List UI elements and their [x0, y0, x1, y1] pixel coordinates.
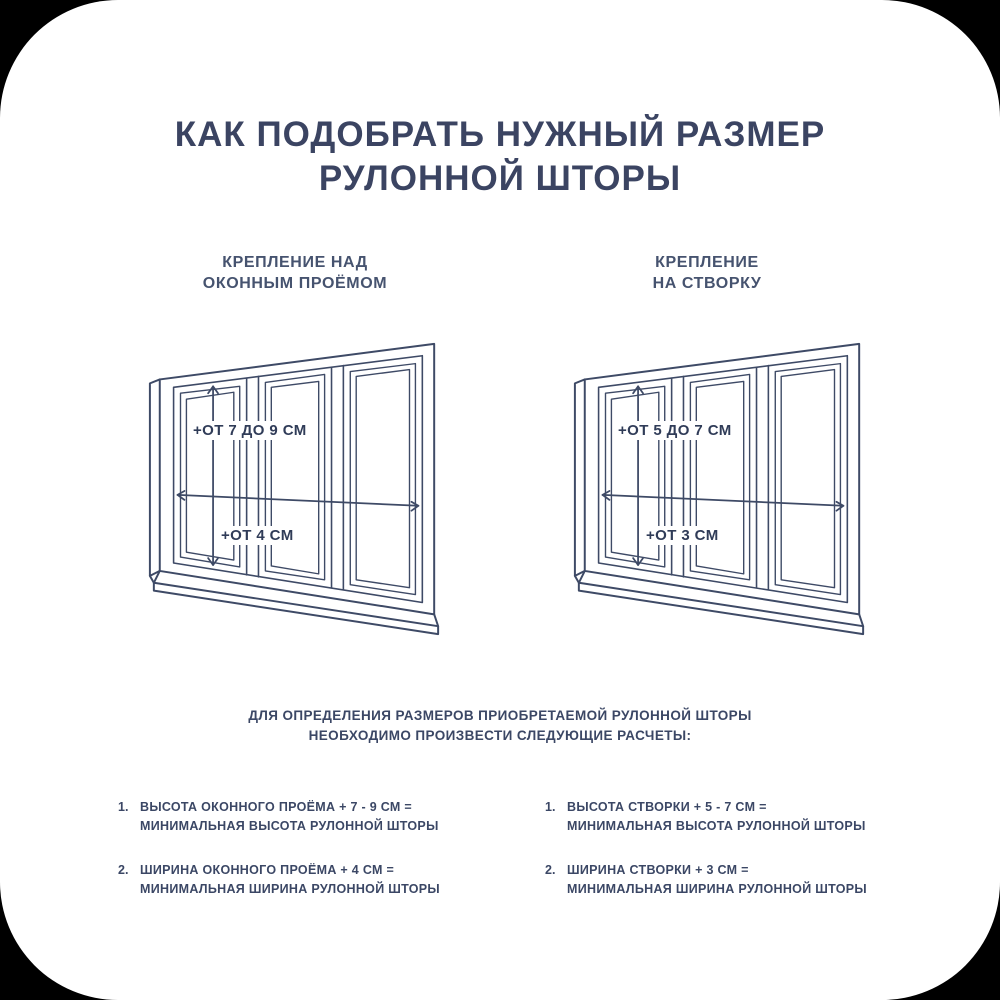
window-illustration-left: +ОТ 7 ДО 9 СМ +ОТ 4 СМ [142, 334, 448, 646]
list-item: 2. ШИРИНА ОКОННОГО ПРОЁМА + 4 СМ = МИНИМА… [118, 861, 488, 899]
page-title-line1: КАК ПОДОБРАТЬ НУЖНЫЙ РАЗМЕР [174, 115, 826, 155]
window-mullions [670, 364, 770, 591]
item-text: ВЫСОТА СТВОРКИ + 5 - 7 СМ = МИНИМАЛЬНАЯ В… [567, 798, 866, 836]
item-text: ШИРИНА СТВОРКИ + 3 СМ = МИНИМАЛЬНАЯ ШИРИН… [567, 861, 867, 899]
height-dimension-arrow [207, 385, 219, 566]
instructions-line1: ДЛЯ ОПРЕДЕЛЕНИЯ РАЗМЕРОВ ПРИОБРЕТАЕМОЙ Р… [248, 708, 752, 723]
item-text: ШИРИНА ОКОННОГО ПРОЁМА + 4 СМ = МИНИМАЛЬН… [140, 861, 440, 899]
list-item: 1. ВЫСОТА СТВОРКИ + 5 - 7 СМ = МИНИМАЛЬНА… [545, 798, 915, 836]
height-allowance-label-right: +ОТ 5 ДО 7 СМ [615, 421, 735, 440]
height-dimension-arrow [632, 385, 644, 566]
subtitle-mount-above-opening: КРЕПЛЕНИЕ НАД ОКОННЫМ ПРОЁМОМ [145, 252, 445, 294]
page-title-line2: РУЛОННОЙ ШТОРЫ [318, 159, 682, 199]
item-number: 2. [545, 863, 556, 877]
item-formula: ВЫСОТА ОКОННОГО ПРОЁМА + 7 - 9 СМ = [140, 800, 412, 814]
width-allowance-label-right: +ОТ 3 СМ [643, 526, 722, 545]
window-frame [573, 342, 865, 636]
list-item: 1. ВЫСОТА ОКОННОГО ПРОЁМА + 7 - 9 СМ = МИ… [118, 798, 488, 836]
subtitle-right-line1: КРЕПЛЕНИЕ [655, 254, 759, 271]
item-formula: ВЫСОТА СТВОРКИ + 5 - 7 СМ = [567, 800, 767, 814]
width-allowance-label-left: +ОТ 4 СМ [218, 526, 297, 545]
item-result: МИНИМАЛЬНАЯ ШИРИНА РУЛОННОЙ ШТОРЫ [567, 882, 867, 896]
subtitle-mount-on-sash: КРЕПЛЕНИЕ НА СТВОРКУ [557, 252, 857, 294]
width-dimension-arrow [601, 490, 845, 512]
list-item: 2. ШИРИНА СТВОРКИ + 3 СМ = МИНИМАЛЬНАЯ ШИ… [545, 861, 915, 899]
item-number: 1. [118, 800, 129, 814]
instructions-line2: НЕОБХОДИМО ПРОИЗВЕСТИ СЛЕДУЮЩИЕ РАСЧЕТЫ: [308, 728, 692, 743]
item-result: МИНИМАЛЬНАЯ ШИРИНА РУЛОННОЙ ШТОРЫ [140, 882, 440, 896]
window-sashes [179, 362, 417, 596]
window-illustration-right: +ОТ 5 ДО 7 СМ +ОТ 3 СМ [567, 334, 873, 646]
item-result: МИНИМАЛЬНАЯ ВЫСОТА РУЛОННОЙ ШТОРЫ [140, 819, 439, 833]
item-number: 1. [545, 800, 556, 814]
item-formula: ШИРИНА СТВОРКИ + 3 СМ = [567, 863, 749, 877]
window-frame [148, 342, 440, 636]
subtitle-left-line1: КРЕПЛЕНИЕ НАД [222, 254, 368, 271]
width-dimension-arrow [176, 490, 420, 512]
subtitle-right-line2: НА СТВОРКУ [652, 275, 762, 292]
calc-list-window-opening: 1. ВЫСОТА ОКОННОГО ПРОЁМА + 7 - 9 СМ = МИ… [118, 798, 488, 924]
calculation-instructions: ДЛЯ ОПРЕДЕЛЕНИЯ РАЗМЕРОВ ПРИОБРЕТАЕМОЙ Р… [150, 706, 850, 746]
item-number: 2. [118, 863, 129, 877]
window-drawing [148, 342, 440, 636]
calc-list-sash: 1. ВЫСОТА СТВОРКИ + 5 - 7 СМ = МИНИМАЛЬНА… [545, 798, 915, 924]
item-formula: ШИРИНА ОКОННОГО ПРОЁМА + 4 СМ = [140, 863, 395, 877]
item-result: МИНИМАЛЬНАЯ ВЫСОТА РУЛОННОЙ ШТОРЫ [567, 819, 866, 833]
item-text: ВЫСОТА ОКОННОГО ПРОЁМА + 7 - 9 СМ = МИНИМ… [140, 798, 439, 836]
subtitle-left-line2: ОКОННЫМ ПРОЁМОМ [202, 275, 388, 292]
height-allowance-label-left: +ОТ 7 ДО 9 СМ [190, 421, 310, 440]
window-sashes [604, 362, 842, 596]
window-drawing [573, 342, 865, 636]
window-mullions [245, 364, 345, 591]
